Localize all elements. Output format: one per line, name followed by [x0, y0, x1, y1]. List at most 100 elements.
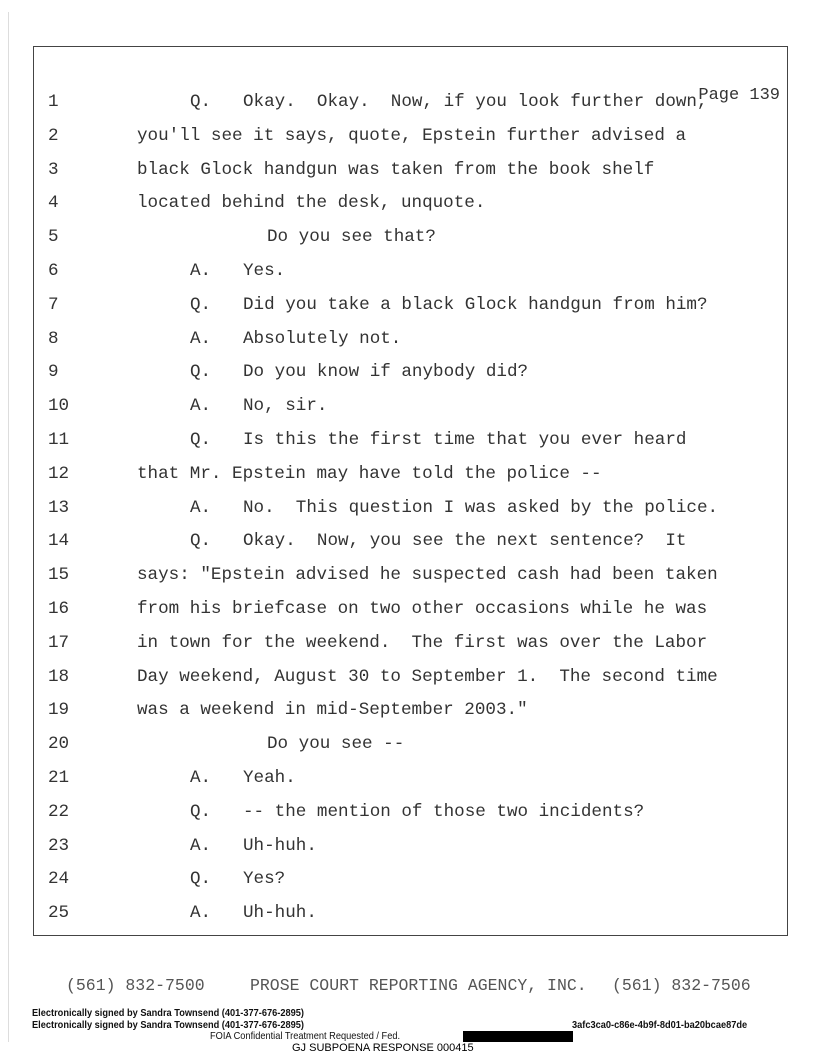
line-number: 17 [48, 632, 70, 653]
line-number: 18 [48, 666, 70, 687]
transcript-line: 10 A. No, sir. [40, 396, 780, 418]
speaker-label: Q. [190, 869, 212, 890]
transcript-line: 6 A. Yes. [40, 261, 780, 283]
line-text: in town for the weekend. The first was o… [137, 632, 708, 653]
transcript-line: 15 says: "Epstein advised he suspected ca… [40, 565, 780, 587]
line-text: Did you take a black Glock handgun from … [243, 294, 708, 315]
line-number: 24 [48, 869, 70, 890]
line-text: Is this the first time that you ever hea… [243, 430, 687, 450]
line-number: 9 [48, 362, 59, 383]
document-hash: 3afc3ca0-c86e-4b9f-8d01-ba20bcae87de [572, 1019, 748, 1031]
speaker-label: Q. [190, 92, 212, 112]
transcript-line: 24 Q. Yes? [40, 869, 780, 891]
speaker-label: Q. [190, 294, 212, 315]
transcript-line: 20 Do you see -- [40, 734, 780, 756]
line-text: No. This question I was asked by the pol… [243, 497, 719, 518]
speaker-label: Q. [190, 531, 212, 552]
line-number: 22 [48, 801, 70, 822]
transcript-line: 13 A. No. This question I was asked by the… [40, 498, 780, 520]
speaker-label: A. [190, 328, 212, 349]
transcript-line: 22 Q. -- the mention of those two incident… [40, 802, 780, 824]
speaker-label: A. [190, 768, 212, 788]
transcript-line: 8 A. Absolutely not. [40, 329, 780, 351]
speaker-label: Q. [190, 430, 212, 450]
line-number: 8 [48, 328, 59, 349]
speaker-label: A. [190, 497, 212, 518]
line-text: black Glock handgun was taken from the b… [137, 159, 655, 180]
line-number: 15 [48, 565, 70, 586]
line-text: says: "Epstein advised he suspected cash… [137, 565, 718, 586]
transcript-line: 11 Q. Is this the first time that you ever… [40, 430, 780, 452]
speaker-label: Q. [190, 801, 212, 822]
transcript-line: 1 Q. Okay. Okay. Now, if you look further … [40, 92, 780, 114]
signature-line: Electronically signed by Sandra Townsend… [32, 1007, 305, 1019]
line-number: 23 [48, 835, 70, 856]
line-text: Do you know if anybody did? [243, 362, 529, 383]
phone-right: (561) 832-7506 [612, 976, 751, 995]
line-text: from his briefcase on two other occasion… [137, 599, 708, 619]
line-text: located behind the desk, unquote. [137, 193, 486, 214]
transcript-line: 7 Q. Did you take a black Glock handgun fr… [40, 295, 780, 317]
transcript-line: 16 from his briefcase on two other occasi… [40, 599, 780, 621]
margin-line [8, 12, 9, 1042]
line-number: 7 [48, 294, 59, 315]
transcript-line: 4 located behind the desk, unquote. [40, 193, 780, 215]
line-number: 13 [48, 497, 70, 518]
redaction-box [463, 1031, 573, 1042]
agency-name: PROSE COURT REPORTING AGENCY, INC. [250, 976, 587, 995]
line-text: Okay. Now, you see the next sentence? It [243, 531, 687, 552]
line-number: 1 [48, 92, 59, 112]
line-text: Yes? [243, 869, 286, 890]
line-text: No, sir. [243, 396, 328, 417]
transcript-line: 3 black Glock handgun was taken from the … [40, 160, 780, 182]
transcript-line: 9 Q. Do you know if anybody did? [40, 362, 780, 384]
line-text: Yes. [243, 261, 286, 281]
line-text: Do you see that? [267, 227, 436, 248]
line-text: Absolutely not. [243, 328, 402, 349]
line-text: Day weekend, August 30 to September 1. T… [137, 666, 718, 687]
transcript-line: 14 Q. Okay. Now, you see the next sentence… [40, 531, 780, 553]
speaker-label: A. [190, 261, 212, 281]
phone-left: (561) 832-7500 [66, 976, 205, 995]
line-number: 21 [48, 768, 70, 788]
transcript-line: 12 that Mr. Epstein may have told the pol… [40, 464, 780, 486]
line-text: Okay. Okay. Now, if you look further dow… [243, 92, 708, 112]
line-text: -- the mention of those two incidents? [243, 801, 645, 822]
signature-line: Electronically signed by Sandra Townsend… [32, 1019, 305, 1031]
line-text: Uh-huh. [243, 835, 317, 856]
line-number: 2 [48, 125, 59, 146]
transcript-line: 25 A. Uh-huh. [40, 903, 780, 925]
bates-number: GJ SUBPOENA RESPONSE 000415 [292, 1042, 474, 1054]
line-number: 6 [48, 261, 59, 281]
speaker-label: A. [190, 903, 212, 924]
line-text: Do you see -- [267, 734, 405, 755]
line-number: 19 [48, 700, 70, 721]
transcript-line: 17 in town for the weekend. The first was… [40, 633, 780, 655]
transcript-frame [33, 46, 788, 936]
line-number: 20 [48, 734, 70, 755]
line-number: 10 [48, 396, 70, 417]
line-number: 5 [48, 227, 59, 248]
line-number: 14 [48, 531, 70, 552]
line-number: 12 [48, 463, 70, 484]
line-text: Uh-huh. [243, 903, 317, 924]
transcript-line: 19 was a weekend in mid-September 2003." [40, 700, 780, 722]
line-number: 4 [48, 193, 59, 214]
line-number: 16 [48, 599, 70, 619]
transcript-line: 18 Day weekend, August 30 to September 1.… [40, 667, 780, 689]
line-number: 25 [48, 903, 70, 924]
transcript-line: 5 Do you see that? [40, 227, 780, 249]
transcript-line: 23 A. Uh-huh. [40, 836, 780, 858]
page-number: Page 139 [698, 86, 780, 105]
speaker-label: Q. [190, 362, 212, 383]
line-text: was a weekend in mid-September 2003." [137, 700, 528, 721]
foia-notice: FOIA Confidential Treatment Requested / … [210, 1030, 401, 1042]
speaker-label: A. [190, 835, 212, 856]
speaker-label: A. [190, 396, 212, 417]
line-text: that Mr. Epstein may have told the polic… [137, 463, 602, 484]
line-number: 11 [48, 430, 70, 450]
line-number: 3 [48, 159, 59, 180]
